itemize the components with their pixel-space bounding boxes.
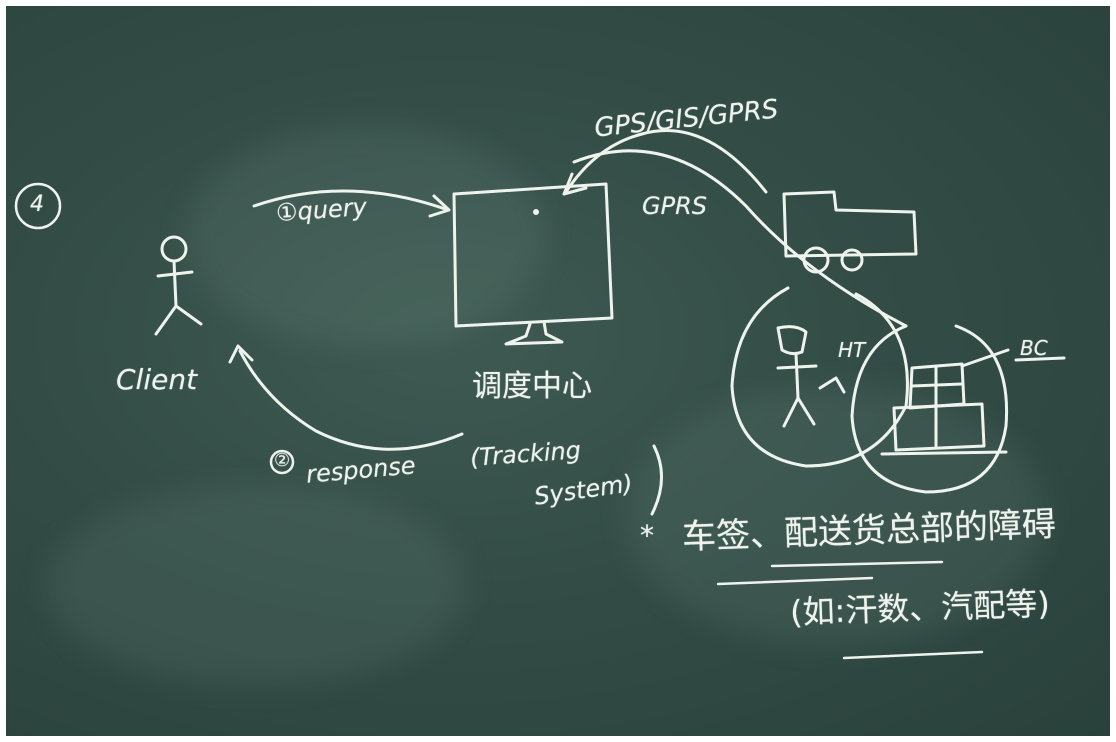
step-circle-icon (14, 182, 62, 230)
stick-figure-client (154, 235, 203, 336)
dispatch-center-label: 调度中心 (472, 369, 592, 404)
response-arrowhead (228, 344, 254, 364)
response-number: ② (274, 450, 291, 471)
chalk-smudge (626, 386, 1046, 646)
gprs-curve (572, 149, 908, 328)
query-arrowhead (428, 194, 451, 218)
monitor-icon (452, 182, 614, 346)
chalk-drawing (14, 129, 1066, 660)
step-four-label: 4 (30, 192, 44, 217)
chalk-smudge (46, 486, 466, 686)
client-label: Client (116, 363, 198, 396)
tracking-bracket (650, 444, 664, 516)
response-number-circle (269, 449, 295, 475)
truck-icon (782, 190, 918, 274)
ht-label: HT (838, 338, 866, 362)
gps-arrowhead (562, 172, 588, 196)
query-label: ①query (275, 192, 368, 228)
chalkboard: 4 Client ①query ② response GPS/GIS/GPRS … (6, 6, 1110, 736)
chalk-smudge (186, 126, 546, 346)
gprs-label: GPRS (642, 192, 707, 220)
note-underline (716, 576, 874, 586)
example-underline (842, 650, 984, 660)
note-star: * (640, 519, 654, 552)
tracking-label: (Tracking (469, 436, 582, 472)
gps-arrow (564, 129, 768, 194)
note-example-text: (如:汗数、汽配等) (789, 584, 1051, 632)
bc-device-icon (880, 348, 1010, 456)
bc-circle (850, 324, 1009, 494)
bc-underline (1014, 356, 1066, 362)
query-arrow (252, 189, 450, 212)
response-arrow (238, 349, 464, 451)
ht-circle (730, 286, 909, 468)
bc-label: BC (1020, 336, 1048, 360)
stick-figure-ht (776, 325, 846, 428)
note-underline (770, 560, 944, 568)
